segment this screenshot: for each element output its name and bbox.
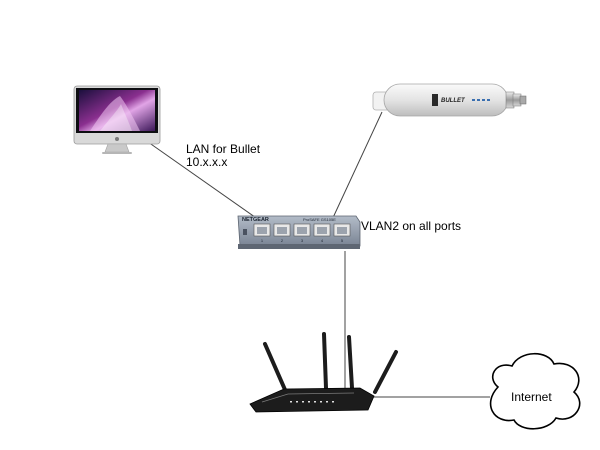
apple-logo-icon: [115, 137, 119, 141]
internet-label: Internet: [511, 390, 552, 404]
imac-desktop-icon: [73, 85, 161, 154]
router-antenna: [322, 332, 328, 390]
bullet-to-switch-line: [330, 111, 383, 223]
bullet-radio-icon: BULLET: [372, 83, 527, 117]
lan-label-line2: 10.x.x.x: [186, 155, 228, 169]
bullet-brand-text: BULLET: [441, 98, 466, 104]
switch-ports: [253, 223, 351, 237]
switch-model-text: ProSAFE GS105E: [303, 217, 336, 222]
connection-lines: [147, 111, 490, 398]
router-antenna: [347, 335, 354, 390]
vlan-label: VLAN2 on all ports: [361, 219, 462, 233]
network-switch-icon: NETGEAR ProSAFE GS105E 1 2 3 4 5: [237, 215, 361, 249]
imac-to-switch-line: [147, 141, 263, 223]
router-antenna: [373, 350, 398, 394]
router-antenna: [263, 342, 288, 394]
wireless-router-icon: [249, 332, 398, 413]
switch-port-number: 4: [321, 238, 324, 243]
switch-brand-text: NETGEAR: [242, 217, 269, 223]
switch-port-number: 3: [301, 238, 304, 243]
cloud-icon: [489, 352, 581, 430]
switch-port-number: 1: [261, 238, 264, 243]
switch-port-number: 2: [281, 238, 284, 243]
switch-port-number: 5: [341, 238, 344, 243]
lan-label-line1: LAN for Bullet: [186, 142, 261, 156]
